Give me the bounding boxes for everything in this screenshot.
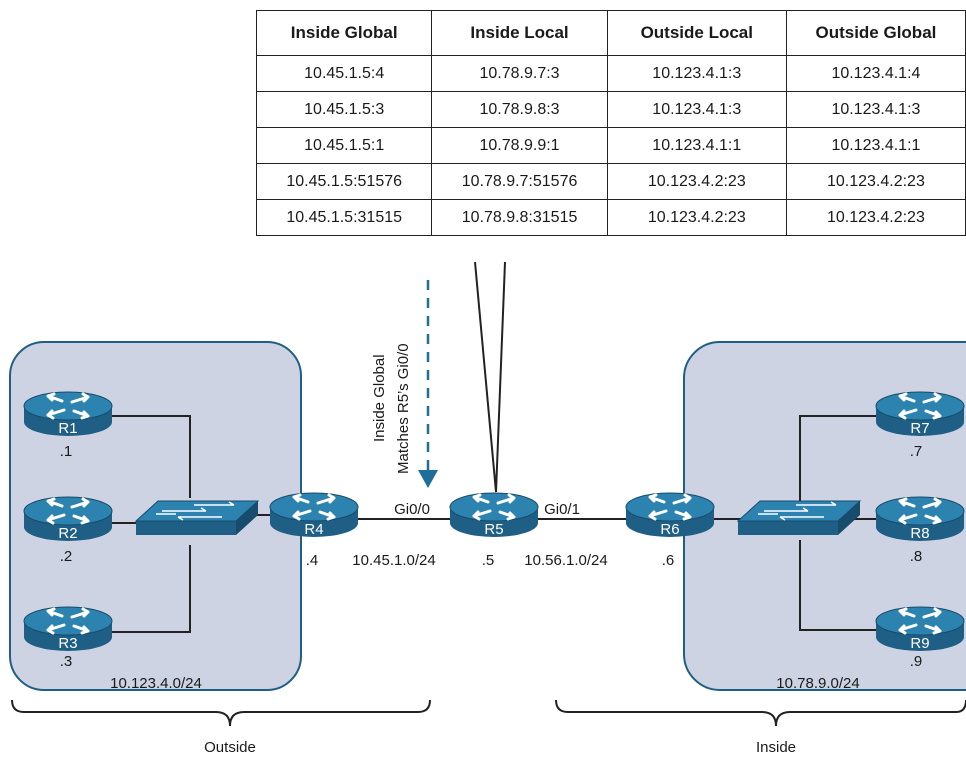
table-cell: 10.45.1.5:51576 [255,163,433,200]
left-lan-label: 10.123.4.0/24 [110,675,202,692]
table-cell: 10.123.4.1:1 [785,127,966,164]
table-cell: 10.78.9.7:51576 [431,163,608,200]
router-r2-ip: .2 [60,548,73,565]
router-r9-ip: .9 [910,653,923,670]
inside-brace [555,699,966,727]
column-header: Inside Global [255,10,433,56]
table-cell: 10.78.9.9:1 [431,127,608,164]
router-r6-ip: .6 [662,552,675,569]
outside-zone-label: Outside [204,739,256,756]
right-switch-icon [737,500,861,536]
router-r3-label: R3 [58,635,77,652]
router-r8-label: R8 [910,525,929,542]
router-r3-ip: .3 [60,653,73,670]
column-header: Outside Local [606,10,787,56]
table-cell: 10.123.4.1:3 [606,55,787,92]
table-cell: 10.45.1.5:3 [255,91,433,128]
dashed-arrow-icon [418,280,438,488]
table-row: 10.45.1.5:3 10.78.9.8:3 10.123.4.1:3 10.… [255,91,966,128]
table-row: 10.45.1.5:51576 10.78.9.7:51576 10.123.4… [255,163,966,200]
router-r6-label: R6 [660,521,679,538]
table-cell: 10.78.9.8:3 [431,91,608,128]
inside-zone-label: Inside [756,739,796,756]
table-row: 10.45.1.5:4 10.78.9.7:3 10.123.4.1:3 10.… [255,55,966,92]
router-r7-ip: .7 [910,443,923,460]
table-cell: 10.45.1.5:4 [255,55,433,92]
router-r2-label: R2 [58,525,77,542]
table-cell: 10.123.4.1:3 [785,91,966,128]
table-cell: 10.123.4.2:23 [785,199,966,236]
router-r9-label: R9 [910,635,929,652]
annotation-matches: Matches R5’s Gi0/0 [395,343,412,474]
table-header-row: Inside Global Inside Local Outside Local… [255,10,966,56]
left-switch-icon [135,500,259,536]
right-lan-label: 10.78.9.0/24 [776,675,859,692]
outside-brace [11,699,431,727]
router-r4-ip: .4 [306,552,319,569]
router-r4-label: R4 [304,521,323,538]
table-row: 10.45.1.5:31515 10.78.9.8:31515 10.123.4… [255,199,966,236]
router-r1-label: R1 [58,420,77,437]
router-r7-label: R7 [910,420,929,437]
table-cell: 10.123.4.1:3 [606,91,787,128]
router-r1-ip: .1 [60,443,73,460]
annotation-inside-global: Inside Global [371,354,388,442]
nat-translation-table: Inside Global Inside Local Outside Local… [255,10,966,236]
table-cell: 10.123.4.2:23 [606,199,787,236]
network-r5-r6-label: 10.56.1.0/24 [524,552,607,569]
interface-gi00-label: Gi0/0 [394,501,430,518]
router-r5-ip: .5 [482,552,495,569]
router-r5-label: R5 [484,521,503,538]
table-cell: 10.45.1.5:31515 [255,199,433,236]
table-cell: 10.78.9.8:31515 [431,199,608,236]
table-row: 10.45.1.5:1 10.78.9.9:1 10.123.4.1:1 10.… [255,127,966,164]
table-cell: 10.123.4.2:23 [785,163,966,200]
column-header: Inside Local [431,10,608,56]
router-r8-ip: .8 [910,548,923,565]
table-cell: 10.78.9.7:3 [431,55,608,92]
table-cell: 10.123.4.1:1 [606,127,787,164]
links [110,261,878,633]
table-cell: 10.45.1.5:1 [255,127,433,164]
network-r4-r5-label: 10.45.1.0/24 [352,552,435,569]
interface-gi01-label: Gi0/1 [544,501,580,518]
